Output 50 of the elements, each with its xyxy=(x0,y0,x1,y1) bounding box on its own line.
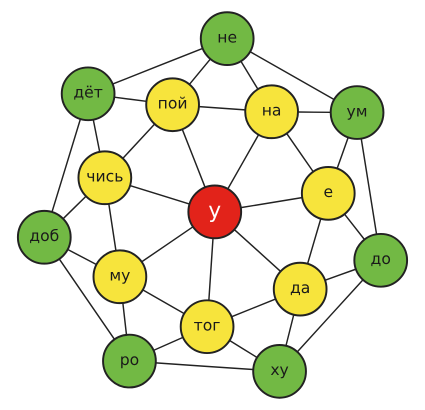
connector xyxy=(199,106,246,111)
connector xyxy=(286,133,314,172)
node-circle: чись xyxy=(78,150,132,206)
connector xyxy=(189,58,211,85)
connector xyxy=(285,314,294,346)
node-circle: у xyxy=(187,184,242,240)
connector xyxy=(208,238,214,300)
connector xyxy=(336,137,349,168)
connector xyxy=(92,120,100,152)
node-circle: пой xyxy=(145,77,200,132)
connector xyxy=(67,248,97,266)
connector xyxy=(58,258,115,340)
connector xyxy=(240,196,302,208)
connector xyxy=(232,298,276,318)
node-circle: не xyxy=(200,11,255,66)
connector xyxy=(141,226,194,262)
connector xyxy=(250,51,334,100)
connector xyxy=(360,138,378,234)
connector xyxy=(344,214,365,240)
connector xyxy=(306,218,322,264)
connector xyxy=(296,280,364,352)
connector xyxy=(142,289,184,314)
connector xyxy=(62,196,87,220)
node-circle: дёт xyxy=(60,66,116,122)
connector xyxy=(122,302,128,335)
node-circle: е xyxy=(300,166,356,221)
connector xyxy=(227,134,260,190)
node-circle: доб xyxy=(16,210,72,265)
connector xyxy=(112,48,203,85)
connector xyxy=(114,96,146,102)
connector xyxy=(156,362,254,370)
connector xyxy=(182,129,206,188)
connector xyxy=(108,204,117,250)
node-circle: до xyxy=(353,232,408,288)
connector xyxy=(122,124,155,159)
connector xyxy=(153,336,184,352)
connector xyxy=(51,118,82,212)
node-circle: тог xyxy=(180,299,234,354)
node-circle: ум xyxy=(330,85,384,140)
connector xyxy=(234,229,281,272)
connector xyxy=(130,184,190,205)
node-circle: ро xyxy=(102,334,157,388)
node-circle: да xyxy=(272,262,328,316)
node-circle: му xyxy=(92,249,148,304)
node-circle: на xyxy=(244,84,299,140)
node-circle: ху xyxy=(252,344,307,399)
connector xyxy=(240,61,258,90)
connector xyxy=(324,268,356,281)
connector xyxy=(298,111,331,114)
connector xyxy=(229,340,258,358)
